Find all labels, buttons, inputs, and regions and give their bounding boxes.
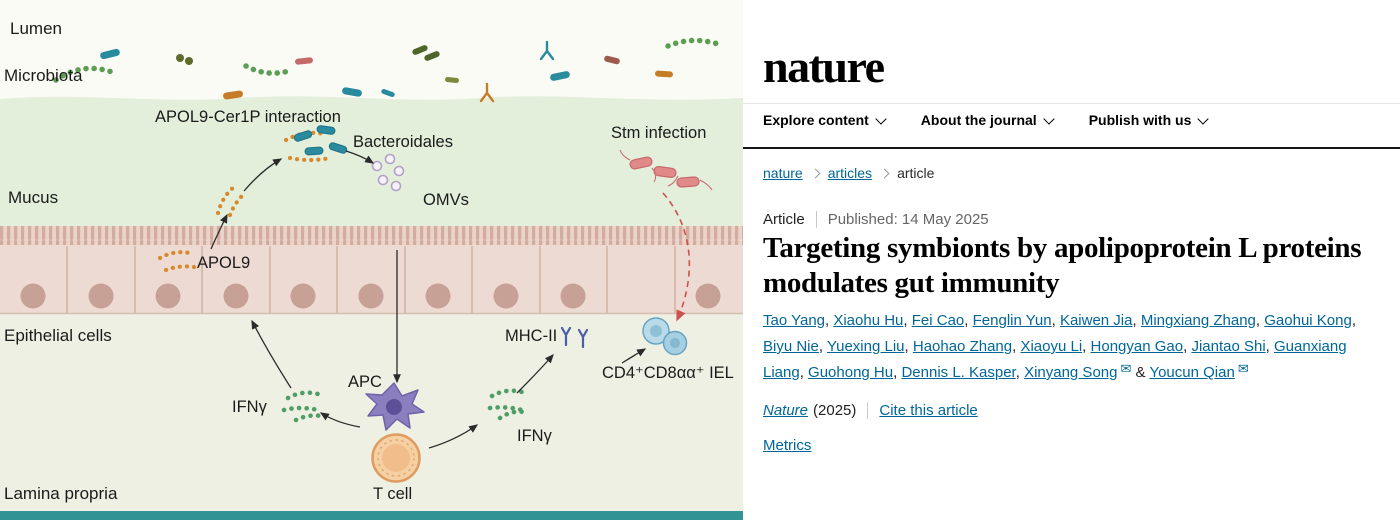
breadcrumb-articles[interactable]: articles — [827, 165, 873, 181]
omv-icons — [371, 153, 405, 192]
author-link[interactable]: Haohao Zhang — [912, 338, 1013, 355]
author-link[interactable]: Xinyang Song — [1024, 364, 1118, 381]
label-lamina-propria: Lamina propria — [4, 484, 118, 503]
citation-year: (2025) — [813, 402, 857, 419]
author-link[interactable]: Youcun Qian — [1149, 364, 1235, 381]
process-arrows — [210, 150, 647, 449]
t-cell — [371, 433, 421, 483]
author-link[interactable]: Mingxiang Zhang — [1140, 312, 1256, 329]
page-title: Targeting symbionts by apolipoprotein L … — [763, 231, 1362, 301]
chevron-right-icon — [810, 168, 821, 178]
stm-bacteria-icons — [619, 149, 713, 191]
figure-canvas — [0, 37, 743, 520]
title-line-2: modulates gut immunity — [763, 267, 1060, 299]
author-link[interactable]: Xiaoyu Li — [1020, 338, 1083, 355]
author-link[interactable]: Gaohui Kong — [1264, 312, 1352, 329]
nav-label: Publish with us — [1088, 112, 1192, 128]
email-icon[interactable]: ✉ — [1237, 361, 1249, 376]
article-type-label: Article — [763, 211, 805, 228]
infection-arrow — [662, 192, 691, 322]
nav-label: Explore content — [763, 112, 869, 128]
breadcrumb-article: article — [897, 165, 935, 181]
label-apol9-cer1p: APOL9-Cer1P interaction — [155, 108, 341, 126]
author-link[interactable]: Fei Cao — [911, 312, 965, 329]
author-link[interactable]: Guanxiang Liang — [763, 338, 1347, 381]
label-apol9: APOL9 — [197, 254, 251, 272]
label-ifng-left: IFNγ — [232, 398, 267, 416]
title-line-1: Targeting symbionts by apolipoprotein L … — [763, 232, 1362, 264]
chevron-down-icon — [1197, 112, 1210, 125]
tissue-zones — [0, 96, 743, 520]
label-ifng-right: IFNγ — [517, 427, 552, 445]
label-iel: CD4⁺CD8αα⁺ IEL — [602, 364, 734, 382]
apc-cell — [365, 382, 425, 431]
epithelial-nuclei — [20, 283, 721, 309]
label-stm-infection: Stm infection — [611, 124, 707, 142]
label-lumen: Lumen — [10, 19, 62, 38]
metrics-link[interactable]: Metrics — [763, 437, 812, 454]
bottom-teal-bar — [0, 511, 743, 520]
published-date: Published: 14 May 2025 — [827, 211, 989, 228]
author-link[interactable]: Jiantao Shi — [1191, 338, 1266, 355]
chevron-down-icon — [1043, 112, 1055, 125]
author-list: Tao Yang, Xiaohu Hu, Fei Cao, Fenglin Yu… — [763, 312, 1356, 381]
author-link[interactable]: Tao Yang — [763, 312, 825, 329]
breadcrumb: nature articles article — [763, 165, 934, 181]
bacteroidales-icons — [293, 125, 348, 156]
label-apc: APC — [348, 373, 382, 391]
nav-item-publish-with-us[interactable]: Publish with us — [1088, 112, 1210, 128]
nav-divider — [743, 147, 1400, 149]
article-meta: Article Published: 14 May 2025 — [763, 211, 989, 228]
chevron-right-icon — [879, 168, 890, 178]
chevron-down-icon — [875, 112, 887, 125]
nav-label: About the journal — [920, 112, 1037, 128]
meta-divider — [815, 211, 817, 228]
nav-item-explore-content[interactable]: Explore content — [763, 112, 887, 128]
cite-divider — [867, 402, 869, 419]
author-link[interactable]: Biyu Nie — [763, 338, 819, 355]
label-mucus: Mucus — [8, 188, 59, 207]
nav-item-about-the-journal[interactable]: About the journal — [920, 112, 1055, 128]
journal-link[interactable]: Nature — [763, 402, 809, 419]
citation-row: Nature (2025) Cite this article — [763, 402, 978, 419]
author-link[interactable]: Guohong Hu — [808, 364, 894, 381]
email-icon[interactable]: ✉ — [1120, 361, 1132, 376]
metrics-row: Metrics — [763, 437, 811, 455]
iel-cells — [642, 317, 688, 356]
main-nav: Explore content About the journal Publis… — [763, 112, 1210, 128]
label-bacteroidales: Bacteroidales — [353, 133, 453, 151]
author-link[interactable]: Hongyan Gao — [1090, 338, 1184, 355]
figure-panel: Lumen Microbiota Mucus APOL9-Cer1P inter… — [0, 19, 743, 520]
author-link[interactable]: Xiaohu Hu — [833, 312, 904, 329]
label-omvs: OMVs — [423, 191, 469, 209]
breadcrumb-nature[interactable]: nature — [763, 165, 803, 181]
mhc2-receptor-icons — [560, 326, 589, 349]
author-link[interactable]: Yuexing Liu — [826, 338, 905, 355]
brush-border — [0, 226, 743, 246]
cite-this-article-link[interactable]: Cite this article — [879, 402, 978, 419]
author-link[interactable]: Fenglin Yun — [972, 312, 1052, 329]
article-page: nature Explore content About the journal… — [743, 0, 1400, 520]
author-link[interactable]: Dennis L. Kasper — [901, 364, 1016, 381]
label-epithelial-cells: Epithelial cells — [4, 326, 112, 345]
label-mhc2: MHC-II — [505, 327, 558, 345]
label-microbiota: Microbiota — [4, 66, 83, 85]
label-t-cell: T cell — [373, 485, 413, 503]
nature-logo[interactable]: nature — [763, 41, 885, 92]
microbe-icons — [53, 37, 721, 103]
author-link[interactable]: Kaiwen Jia — [1059, 312, 1133, 329]
header-divider — [743, 103, 1400, 104]
